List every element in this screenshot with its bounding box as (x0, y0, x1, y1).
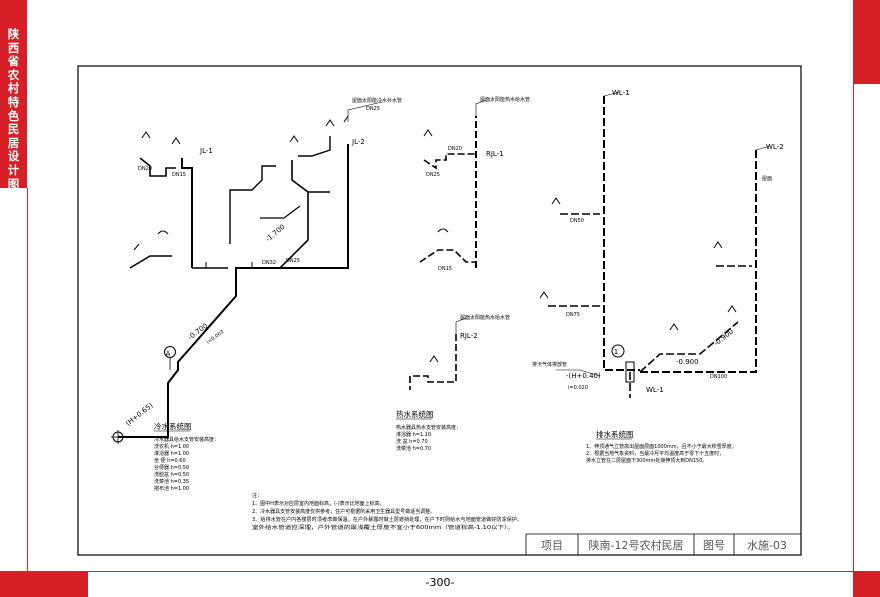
svg-text:2、根据当地气象资料，当最冷月平均温度高于零下十五度时，: 2、根据当地气象资料，当最冷月平均温度高于零下十五度时， (586, 450, 724, 457)
hot-water-title: 热水系统图 (396, 409, 434, 419)
cold-pipe-slope: i=0.003 (206, 329, 226, 346)
svg-text:洗衣机 h=1.00: 洗衣机 h=1.00 (154, 443, 189, 450)
svg-text:洗脸盆 h=0.50: 洗脸盆 h=0.50 (154, 471, 189, 478)
cold-riser-note-size: DN25 (366, 106, 380, 112)
drain-pipe-label-dn50: DN50 (570, 218, 584, 224)
svg-text:坐 便 h=0.60: 坐 便 h=0.60 (154, 457, 186, 464)
drainage-diagram (548, 96, 757, 398)
hot-riser-rjl1-label: RJL-1 (486, 150, 504, 158)
page-rule-right (853, 84, 854, 571)
hot-rjl1-branch-low (419, 249, 476, 263)
drain-node-1-label: 1 (614, 348, 618, 356)
drawing-no-label: 图号 (703, 539, 725, 552)
cold-jl1-branch-high (139, 157, 176, 177)
svg-text:1、伸顶通气立管高出屋面层面1000mm，且不小于最大积雪厚: 1、伸顶通气立管高出屋面层面1000mm，且不小于最大积雪厚度。 (586, 443, 737, 450)
drain-pipe-slope: i=0.020 (568, 385, 588, 391)
page-number: -300- (425, 576, 455, 589)
svg-text:排水立管在二层屋面下300mm处接伸顶大到DN150。: 排水立管在二层屋面下300mm处接伸顶大到DN150。 (586, 457, 707, 464)
cold-pipe-label-dn32: DN32 (262, 260, 276, 266)
drain-pipe-label-dn75: DN75 (566, 312, 580, 318)
svg-text:洗菜池 h=0.35: 洗菜池 h=0.35 (154, 478, 189, 485)
cold-pipe-label-dn25: DN25 (286, 258, 300, 264)
cold-pipe-label-dn15: DN15 (172, 172, 186, 178)
drainage-title: 排水系统图 (596, 429, 634, 439)
svg-text:淋浴器 h=1.00: 淋浴器 h=1.00 (154, 450, 189, 457)
drain-pipe-level-a: -0.900 (676, 358, 699, 366)
drain-wl1-riser (603, 96, 640, 371)
page-rule-bottom (27, 571, 854, 572)
cold-riser-jl2-label: JL-2 (351, 138, 365, 146)
corner-band-top-right (853, 0, 880, 84)
svg-text:淋浴器 h=1.10: 淋浴器 h=1.10 (396, 431, 431, 438)
drainage-marks (539, 91, 771, 383)
cold-pipe-label-dn20: DN20 (138, 166, 152, 172)
svg-text:3、给排水管在户内各楼层时须考虑做保温，在户外暴露时做土层遮: 3、给排水管在户内各楼层时须考虑做保温，在户外暴露时做土层遮挡处理，在户下时则给… (252, 516, 522, 523)
cold-fixture-marks (133, 115, 349, 268)
cold-pipe-level-c: (H+0.65) (124, 401, 154, 427)
hot-water-diagram (409, 116, 477, 390)
hot-pipe-label-dn25: DN25 (426, 172, 440, 178)
drain-pipe-level-c: -(H+0.40) (566, 372, 601, 380)
hot-water-notes: 热水器具热水支管安装高度： 淋浴器 h=1.10 洗 盆 h=0.70 洗菜池 … (396, 424, 461, 452)
drainage-labels: 1 WL-1 WL-2 WL-1 屋面 DN100 DN50 DN75 -0.9… (532, 89, 784, 464)
svg-text:拖布池 h=1.00: 拖布池 h=1.00 (154, 485, 189, 492)
hot-water-marks (423, 99, 487, 363)
svg-text:注：: 注： (252, 492, 262, 499)
project-label: 项目 (541, 539, 563, 552)
svg-text:台便器 h=0.50: 台便器 h=0.50 (154, 464, 189, 471)
cold-pipe-level-b: -1.700 (264, 223, 286, 244)
side-title: 陕西省农村特色民居设计图集 (7, 27, 20, 205)
drain-outlet-note: 排污气体排放管 (532, 361, 567, 368)
drawing-no: 水施-03 (747, 539, 787, 552)
cold-node-a (164, 346, 176, 358)
corner-band-bottom-right (853, 571, 880, 597)
svg-text:室外给水管道应深埋，户外管道的最浅覆土厚度不宜小于600mm: 室外给水管道应深埋，户外管道的最浅覆土厚度不宜小于600mm（管道标高-1.10… (252, 524, 514, 531)
svg-text:2、冷水器具支管安装高度仅供参考，住户可根据所采用卫生器具型: 2、冷水器具支管安装高度仅供参考，住户可根据所采用卫生器具型号做适当调整。 (252, 508, 435, 515)
corner-band-bottom-left (0, 571, 88, 597)
svg-text:冷水器具给水支管安装高度：: 冷水器具给水支管安装高度： (154, 436, 219, 443)
cold-jl2-upper (229, 165, 276, 244)
drain-pipe-level-b: -0.900 (712, 327, 735, 347)
cold-jl2-branch (236, 160, 309, 269)
drawing-frame (77, 65, 802, 556)
cold-water-title: 冷水系统图 (154, 421, 192, 431)
hot-rjl1-branch-high (423, 153, 476, 170)
svg-text:热水器具热水支管安装高度：: 热水器具热水支管安装高度： (396, 424, 461, 431)
drain-riser-wl2-label: WL-2 (766, 143, 784, 151)
svg-text:1、图中H表示对应层室内地面标高，(-)表示比地面上标高。: 1、图中H表示对应层室内地面标高，(-)表示比地面上标高。 (252, 500, 385, 507)
drain-node-1 (611, 344, 625, 358)
svg-text:洗 盆 h=0.70: 洗 盆 h=0.70 (396, 438, 428, 445)
hot-pipe-label-dn15: DN15 (438, 266, 452, 272)
drain-riser-wl1-label: WL-1 (612, 89, 630, 97)
hot-water-labels: 屋面太阳能热水给水管 屋面太阳能热水给水管 RJL-1 RJL-2 DN25 D… (396, 96, 530, 452)
side-title-band: 陕西省农村特色民居设计图集 (0, 0, 27, 204)
hot-riser-note-2: 屋面太阳能热水给水管 (460, 314, 510, 321)
hot-pipe-label-dn20: DN20 (448, 146, 462, 152)
cold-jl1-riser (181, 158, 193, 268)
hot-rjl2-branch (409, 334, 457, 390)
project-name: 陕南-12号农村民居 (589, 538, 684, 552)
cold-jl1-branch-low (129, 255, 172, 269)
cold-water-labels: A 屋面太阳能冷水补水管 DN25 JL-1 JL-2 DN20 DN25 DN… (124, 97, 402, 492)
cold-water-notes: 冷水器具给水支管安装高度： 洗衣机 h=1.00 淋浴器 h=1.00 坐 便 … (154, 436, 219, 492)
cold-riser-jl1-label: JL-1 (199, 147, 213, 155)
hot-riser-rjl2-label: RJL-2 (460, 332, 478, 340)
title-block: 项目 陕南-12号农村民居 图号 水施-03 (525, 533, 801, 555)
drainage-notes: 1、伸顶通气立管高出屋面层面1000mm，且不小于最大积雪厚度。 2、根据当地气… (586, 443, 737, 464)
drain-wl1-bottom-label: WL-1 (646, 386, 664, 394)
general-notes: 注： 1、图中H表示对应层室内地面标高，(-)表示比地面上标高。 2、冷水器具支… (252, 492, 522, 531)
drain-pipe-label-dn100: DN100 (710, 374, 727, 380)
drain-wl2-riser (640, 150, 757, 373)
cold-water-diagram (111, 101, 383, 444)
drain-vent-label: 屋面 (762, 176, 772, 182)
cold-riser-note: 屋面太阳能冷水补水管 (352, 97, 402, 104)
svg-text:洗菜池 h=0.70: 洗菜池 h=0.70 (396, 445, 431, 452)
cold-water-main-pipe (118, 144, 349, 438)
drain-diagonal-branch (639, 321, 739, 373)
cold-node-a-label: A (166, 350, 171, 358)
hot-riser-note: 屋面太阳能热水给水管 (480, 96, 530, 103)
page-rule-left (27, 188, 28, 571)
